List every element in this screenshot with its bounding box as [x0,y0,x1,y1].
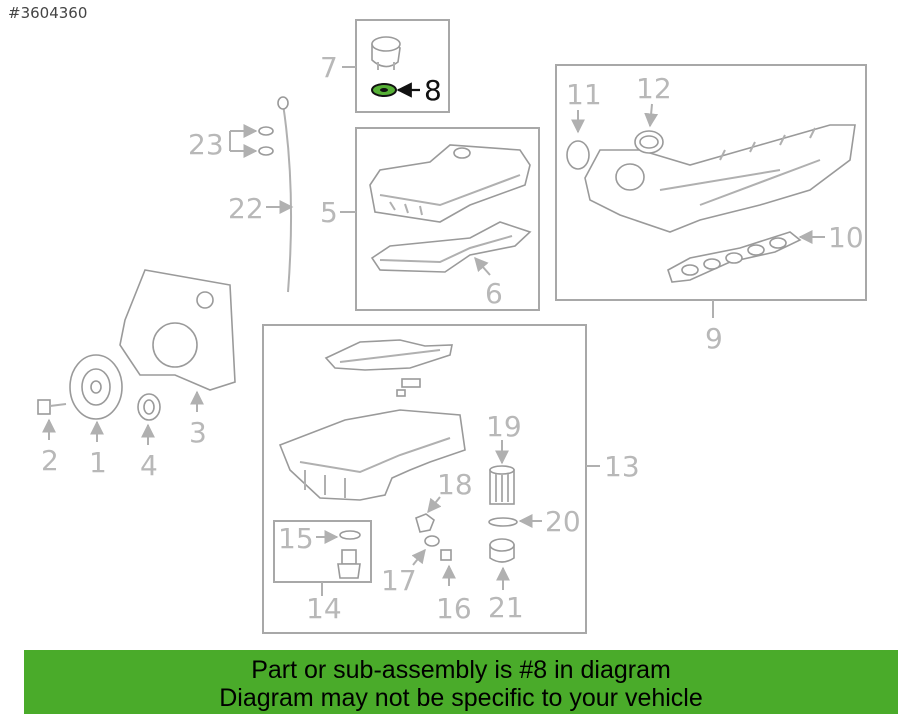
sensor-14[interactable] [337,549,361,579]
dipstick[interactable] [277,96,293,293]
box-valve-cover [355,127,540,311]
intake-manifold[interactable] [584,124,856,233]
oil-filter[interactable] [489,465,515,505]
crank-bolt[interactable] [37,399,67,415]
callout-13: 13 [604,450,640,483]
callout-21: 21 [488,591,524,624]
intake-gasket[interactable] [667,231,802,283]
callout-5: 5 [320,196,338,229]
callout-4: 4 [140,449,158,482]
callout-12: 12 [636,72,672,105]
oil-pan[interactable] [278,409,466,501]
banner-line-1: Part or sub-assembly is #8 in diagram [251,656,671,684]
crank-seal[interactable] [137,393,161,421]
seal-15[interactable] [339,530,361,540]
part-id-label: #3604360 [8,4,88,22]
callout-20: 20 [545,505,581,538]
valve-cover[interactable] [369,144,531,223]
callout-7: 7 [320,51,338,84]
drain-washer-17[interactable] [424,535,440,547]
oil-cap-seal-highlighted[interactable] [371,83,397,97]
callout-18: 18 [437,468,473,501]
callout-16: 16 [436,592,472,625]
box-oil-pan [262,324,587,634]
box-intake-manifold [555,64,867,301]
callout-6: 6 [485,277,503,310]
callout-17: 17 [381,564,417,597]
callout-22: 22 [228,192,264,225]
drain-plug-16[interactable] [440,549,452,561]
seal-ring-12[interactable] [634,130,664,154]
info-banner: Part or sub-assembly is #8 in diagram Di… [24,650,898,714]
valve-cover-gasket[interactable] [370,221,532,273]
callout-8[interactable]: 8 [424,74,442,107]
banner-line-2: Diagram may not be specific to your vehi… [219,684,703,712]
pan-seal-small[interactable] [396,378,421,397]
oil-pump-pickup[interactable] [324,339,453,371]
dipstick-seals[interactable] [258,126,274,156]
oil-filler-cap[interactable] [371,36,401,70]
drain-plug-18[interactable] [415,513,435,533]
callout-2: 2 [41,444,59,477]
crank-pulley[interactable] [69,354,123,420]
callout-11: 11 [566,78,602,111]
filter-o-ring[interactable] [488,517,518,527]
callout-15: 15 [278,522,314,555]
front-cover[interactable] [119,269,236,391]
callout-23: 23 [188,128,224,161]
callout-14: 14 [306,592,342,625]
parts-diagram: 7 8 5 6 11 12 10 9 [37,19,867,634]
filter-housing[interactable] [489,538,515,563]
callout-1: 1 [89,446,107,479]
callout-9: 9 [705,322,723,355]
callout-3: 3 [189,416,207,449]
callout-19: 19 [486,410,522,443]
seal-ring-11[interactable] [566,140,590,170]
callout-10: 10 [828,221,864,254]
